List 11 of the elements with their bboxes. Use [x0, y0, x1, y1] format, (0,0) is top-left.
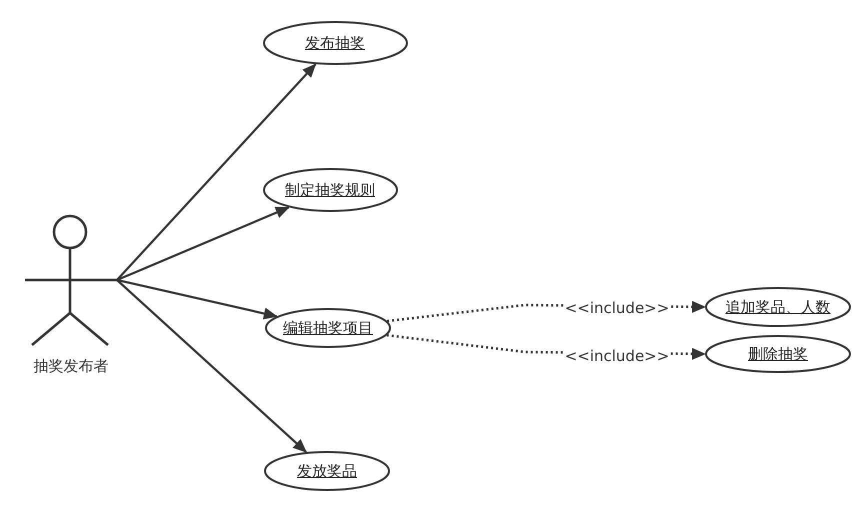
use-case-ellipse: 删除抽奖: [705, 335, 851, 373]
arrow: [116, 279, 307, 453]
actor-name: 抽奖发布者: [32, 357, 110, 376]
use-case-ellipse: 追加奖品、人数: [705, 287, 851, 327]
arrow: [116, 278, 278, 320]
use-case-ellipse: 发放奖品: [264, 451, 390, 491]
use-case-ellipse: 编辑抽奖项目: [265, 308, 391, 348]
use-case-ellipse: 制定抽奖规则: [262, 168, 398, 212]
arrow: [116, 206, 290, 282]
arrow: [116, 63, 316, 281]
use-case-ellipse: 发布抽奖: [262, 21, 408, 65]
